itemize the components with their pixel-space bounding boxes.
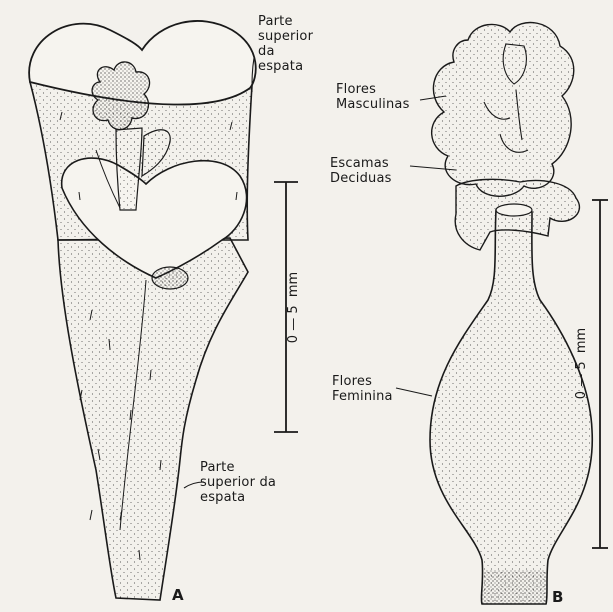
label-parte-superior-top: Parte superior da espata [258, 14, 313, 74]
spathe-bud [152, 267, 188, 289]
spathe-tube [58, 238, 248, 600]
panel-b-drawing [396, 23, 608, 604]
label-flores-masculinas: Flores Masculinas [336, 82, 410, 112]
panel-a-drawing [29, 21, 298, 600]
scale-label-a: 0 — 5 mm [286, 272, 301, 343]
panel-a-letter: A [172, 588, 184, 603]
scale-label-b: 0 — 5 mm [574, 328, 589, 399]
label-flores-feminina: Flores Feminina [332, 374, 393, 404]
label-parte-superior-bottom: Parte superior da espata [200, 460, 276, 505]
label-escamas-deciduas: Escamas Deciduas [330, 156, 392, 186]
pointer-fem [396, 388, 432, 396]
female-flower [430, 210, 592, 604]
scale-bar-b [592, 200, 608, 548]
panel-b-letter: B [552, 590, 564, 605]
